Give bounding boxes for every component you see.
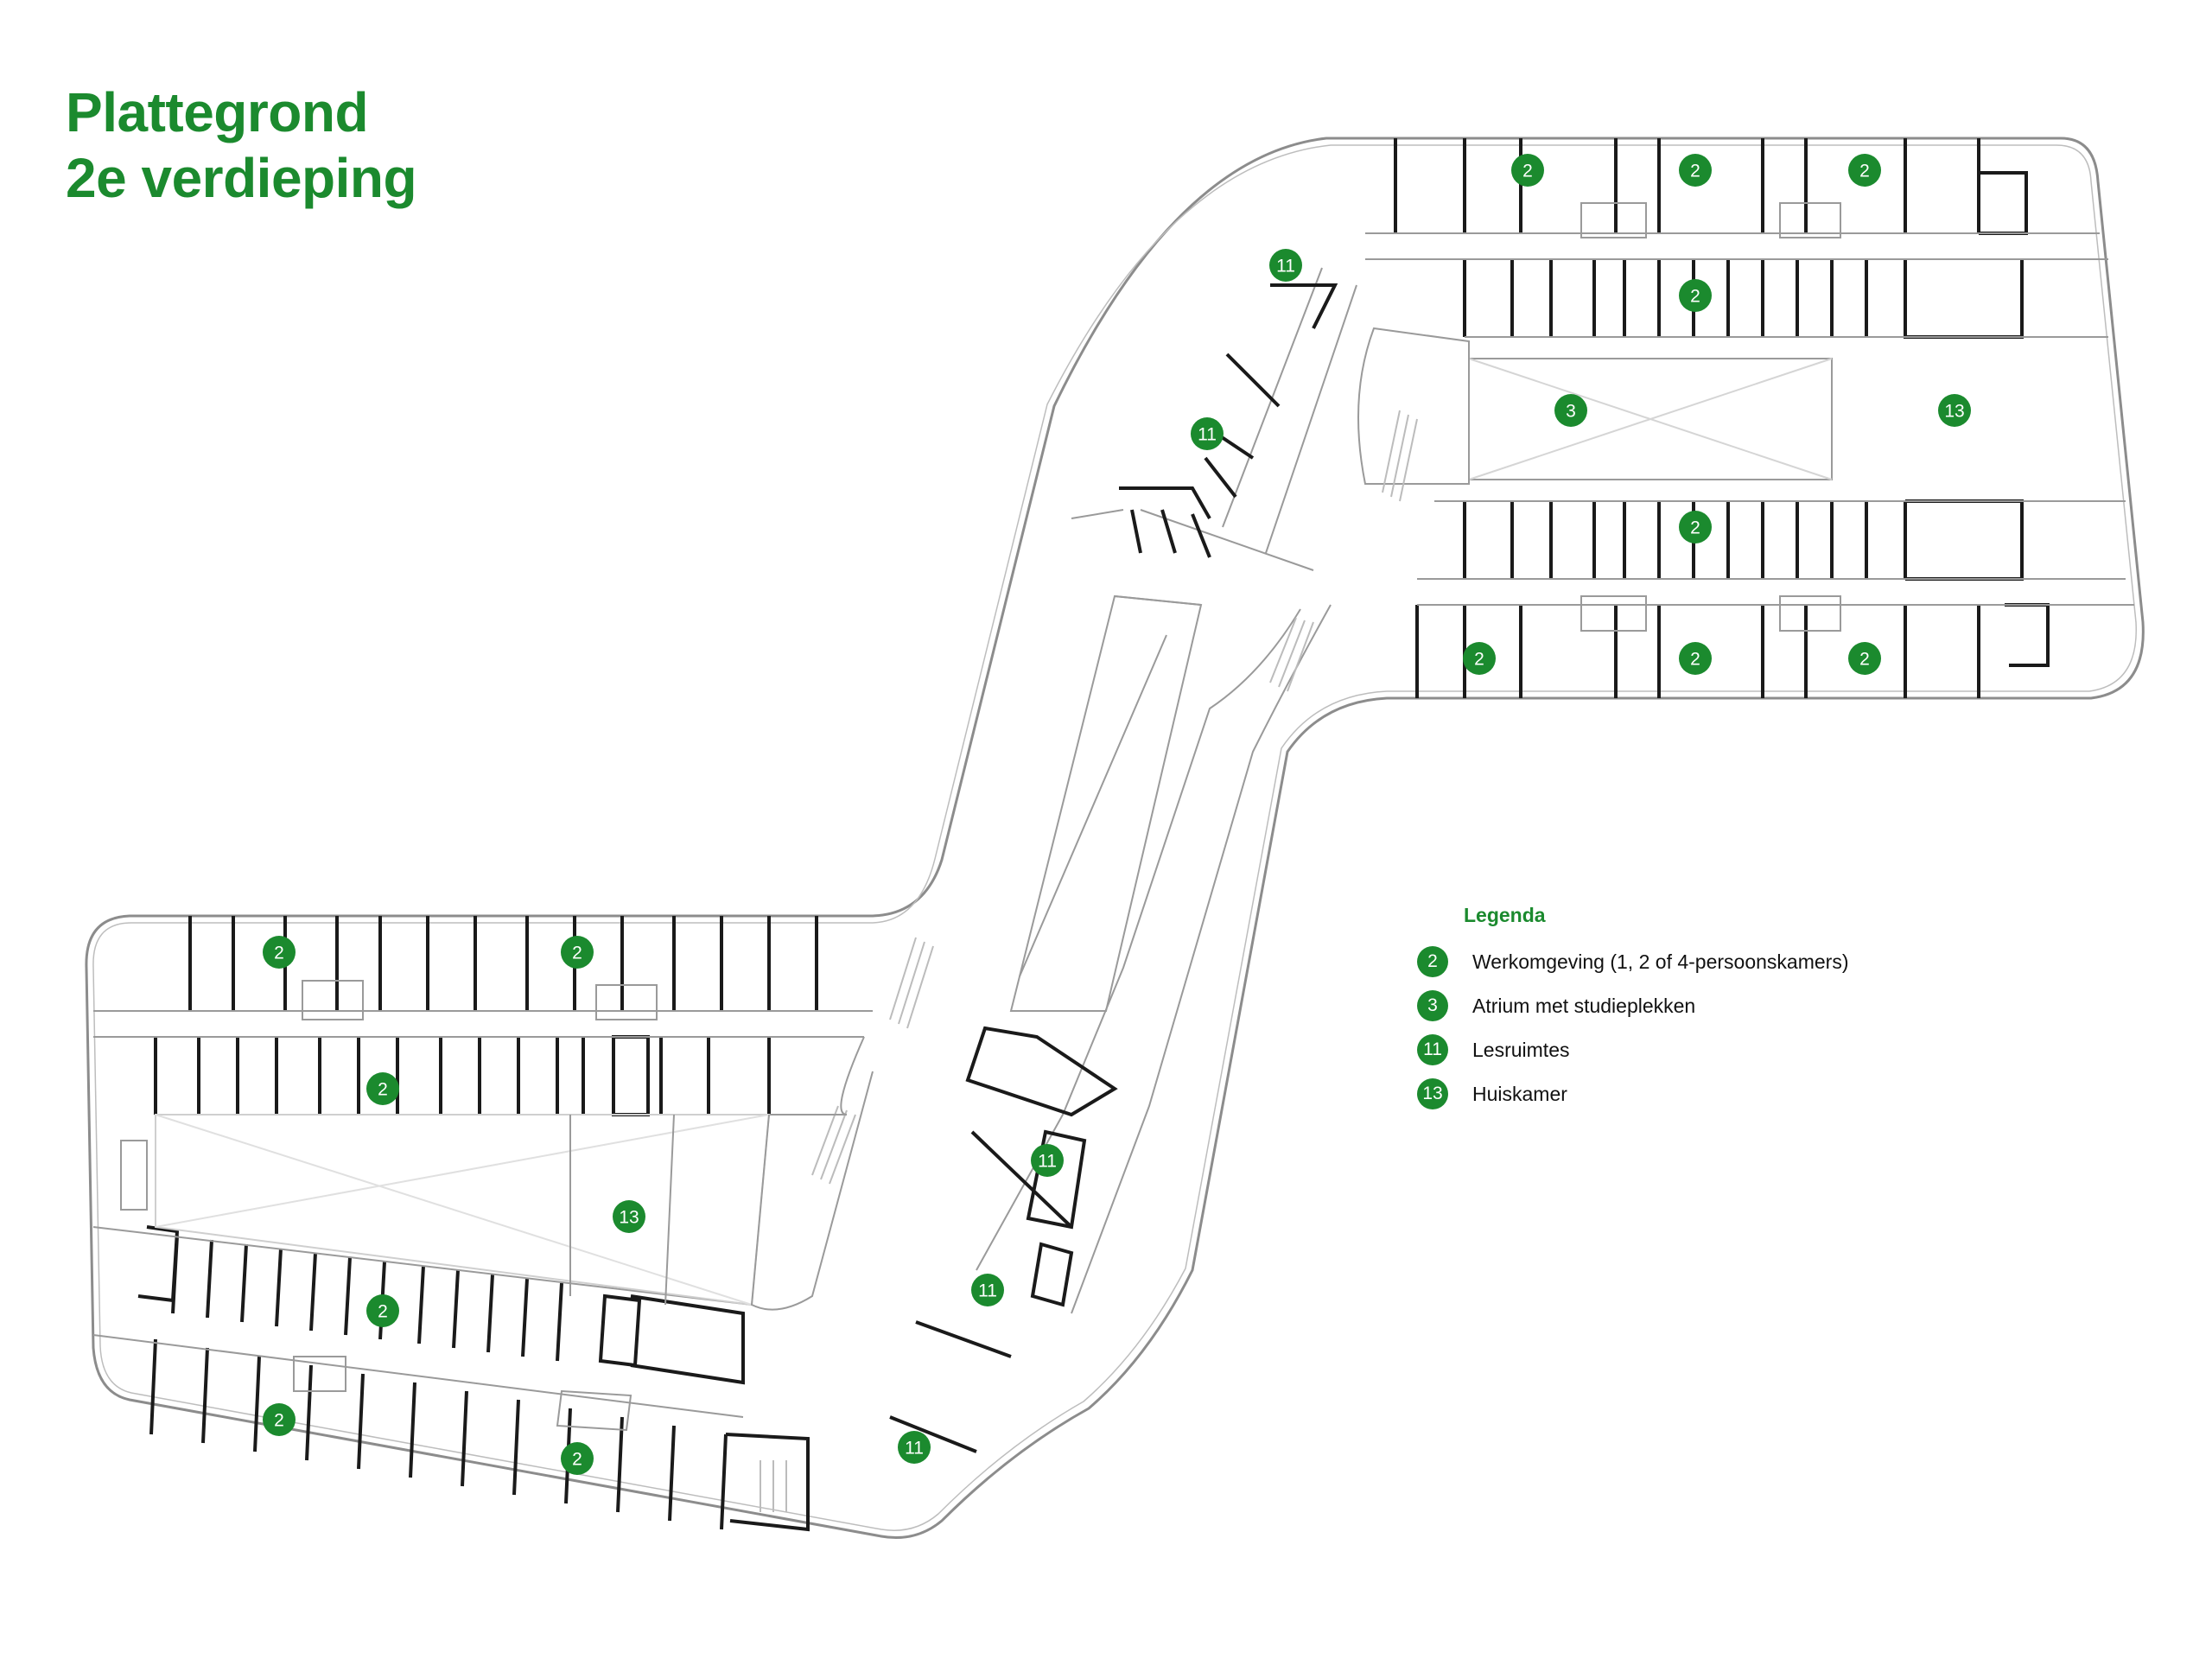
room-marker-badge (1848, 642, 1881, 675)
room-marker: 11 (898, 1431, 931, 1464)
room-marker: 11 (1191, 417, 1224, 450)
room-marker-label: 2 (274, 1411, 284, 1431)
room-marker: 13 (613, 1200, 645, 1233)
room-marker-badge (1848, 154, 1881, 187)
building-outline (85, 137, 2145, 1540)
room-marker-badge (263, 936, 296, 969)
legend-badge: 2 (1417, 946, 1448, 977)
room-marker-badge (898, 1431, 931, 1464)
room-marker: 2 (1848, 642, 1881, 675)
sw-wing-thin-lines (92, 202, 1841, 1432)
legend-label: Lesruimtes (1472, 1038, 1570, 1061)
room-marker-badge (263, 1403, 296, 1436)
room-marker-badge (971, 1274, 1004, 1306)
room-marker-label: 2 (378, 1302, 388, 1322)
room-marker: 11 (971, 1274, 1004, 1306)
room-marker-label: 2 (1690, 162, 1700, 181)
room-marker-badge (1031, 1144, 1064, 1177)
room-marker: 11 (1031, 1144, 1064, 1177)
title-line-2: 2e verdieping (66, 147, 417, 209)
ne-wing-thin-lines (1357, 232, 2134, 606)
room-marker-label: 11 (1276, 257, 1295, 276)
room-marker: 2 (1679, 279, 1712, 312)
room-marker: 2 (263, 936, 296, 969)
room-marker-badge (366, 1294, 399, 1327)
legend-badge: 11 (1417, 1034, 1448, 1065)
room-marker-label: 3 (1566, 402, 1576, 422)
title-line-1: Plattegrond (66, 81, 369, 143)
room-marker-label: 2 (1859, 650, 1870, 670)
legend-badge: 13 (1417, 1078, 1448, 1109)
room-marker-badge (1511, 154, 1544, 187)
legend-item-atrium: 3 Atrium met studieplekken (1417, 990, 1848, 1021)
room-marker-badge (1679, 279, 1712, 312)
building-inner-outline (92, 144, 2137, 1531)
room-marker: 2 (366, 1294, 399, 1327)
room-marker-badge (1938, 394, 1971, 427)
room-marker-badge (1679, 511, 1712, 543)
room-marker-badge (366, 1072, 399, 1105)
corridor-rooms (889, 283, 1338, 1453)
room-marker-badge (1679, 154, 1712, 187)
room-marker-badge (613, 1200, 645, 1233)
room-marker: 2 (1511, 154, 1544, 187)
room-marker-badge (1269, 249, 1302, 282)
legend-label: Huiskamer (1472, 1082, 1567, 1105)
room-marker: 2 (561, 936, 594, 969)
room-marker: 2 (366, 1072, 399, 1105)
legend: Legenda 2 Werkomgeving (1, 2 of 4-persoo… (1417, 904, 1848, 1122)
room-marker-badge (1191, 417, 1224, 450)
room-marker-label: 2 (1859, 162, 1870, 181)
room-marker-label: 2 (1522, 162, 1533, 181)
page-title: Plattegrond 2e verdieping (66, 79, 417, 211)
room-marker: 2 (1679, 154, 1712, 187)
legend-item-huiskamer: 13 Huiskamer (1417, 1078, 1848, 1109)
room-marker: 3 (1554, 394, 1587, 427)
legend-badge: 3 (1417, 990, 1448, 1021)
room-marker-badge (561, 1442, 594, 1475)
stairs (760, 410, 1418, 1512)
room-marker: 2 (1679, 511, 1712, 543)
room-marker-label: 2 (1690, 518, 1700, 538)
room-marker-label: 11 (905, 1439, 924, 1459)
room-marker: 13 (1938, 394, 1971, 427)
room-marker-label: 2 (1690, 287, 1700, 307)
room-marker: 2 (1679, 642, 1712, 675)
room-marker-label: 11 (1038, 1152, 1057, 1172)
room-marker: 2 (561, 1442, 594, 1475)
legend-item-lesruimtes: 11 Lesruimtes (1417, 1034, 1848, 1065)
room-marker: 2 (1848, 154, 1881, 187)
room-marker-badge (1463, 642, 1496, 675)
legend-item-werkomgeving: 2 Werkomgeving (1, 2 of 4-persoonskamers… (1417, 946, 1848, 977)
legend-label: Werkomgeving (1, 2 of 4-persoonskamers) (1472, 950, 1849, 973)
room-marker-badge (1679, 642, 1712, 675)
room-marker-label: 11 (978, 1281, 997, 1301)
legend-label: Atrium met studieplekken (1472, 994, 1696, 1017)
room-marker-label: 2 (274, 944, 284, 963)
room-marker-label: 2 (572, 944, 582, 963)
room-marker-label: 2 (572, 1450, 582, 1470)
room-marker-label: 13 (1944, 402, 1964, 422)
room-marker: 2 (263, 1403, 296, 1436)
room-marker: 11 (1269, 249, 1302, 282)
room-markers: 2 2 2 2 13 3 2 2 2 2 11 11 2 2 2 13 2 11 11 11 2 2 (263, 154, 1971, 1475)
room-marker-label: 13 (619, 1208, 639, 1228)
room-marker-label: 2 (378, 1080, 388, 1100)
room-marker-badge (1554, 394, 1587, 427)
legend-title: Legenda (1464, 904, 1546, 926)
room-marker-label: 11 (1198, 425, 1217, 445)
room-marker-badge (561, 936, 594, 969)
room-marker-label: 2 (1690, 650, 1700, 670)
room-marker: 2 (1463, 642, 1496, 675)
room-marker-label: 2 (1474, 650, 1484, 670)
